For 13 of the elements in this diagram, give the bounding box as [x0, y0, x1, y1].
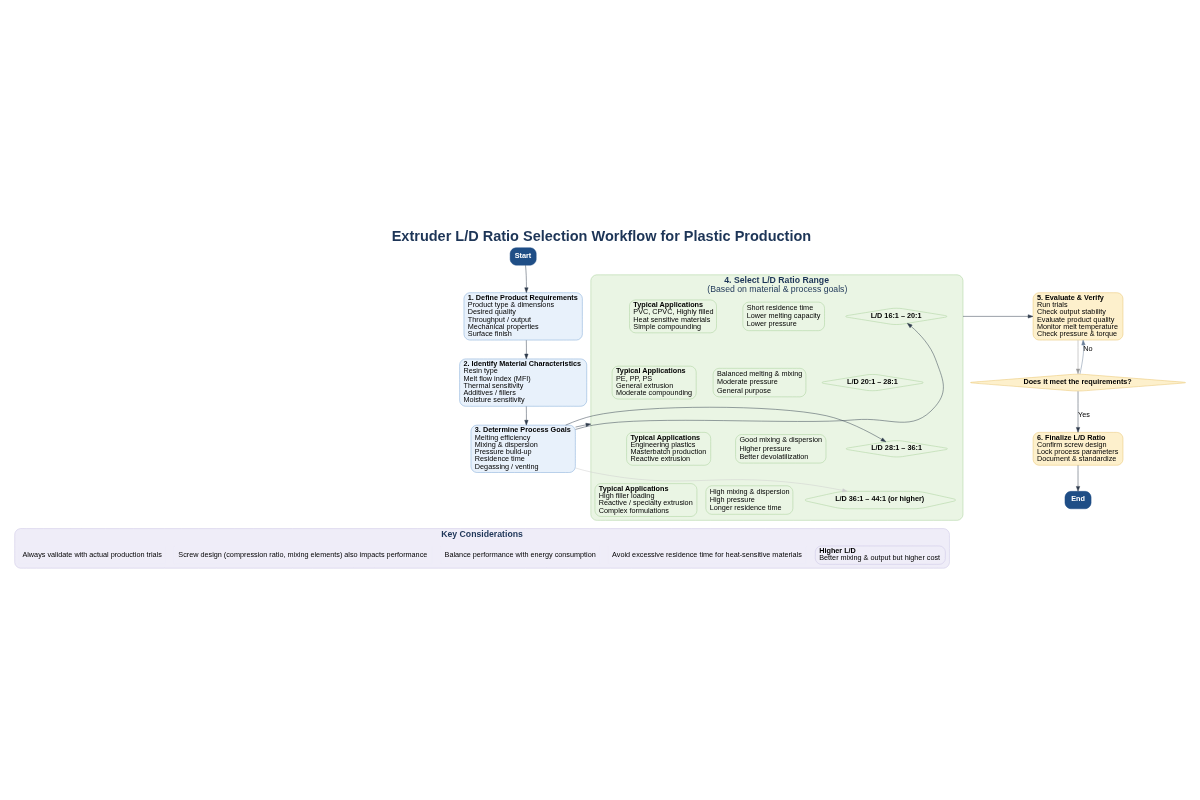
arrow — [524, 265, 529, 293]
arrow — [575, 422, 592, 428]
diagram-title: Extruder L/D Ratio Selection Workflow for Plastic Production — [391, 227, 812, 244]
arrow — [524, 406, 529, 426]
arrow — [1076, 465, 1080, 492]
arrow — [1076, 340, 1080, 375]
arrow — [1079, 339, 1086, 375]
arrow — [1076, 391, 1080, 433]
arrow — [565, 407, 887, 443]
arrow — [524, 340, 529, 360]
arrow — [575, 467, 848, 493]
arrow — [962, 314, 1034, 319]
arrow — [575, 323, 944, 430]
